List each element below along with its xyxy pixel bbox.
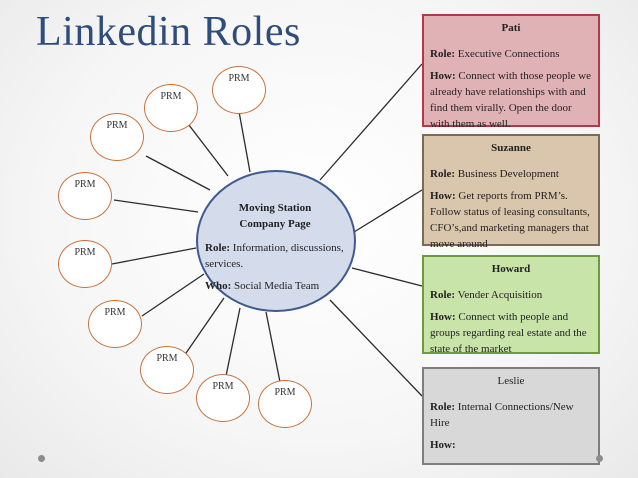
- how-value: Connect with people and groups regarding…: [430, 311, 587, 355]
- prm-node: PRM: [58, 172, 112, 220]
- page-title: Linkedin Roles: [36, 9, 301, 55]
- connector-howard: [351, 267, 423, 287]
- prm-label: PRM: [212, 381, 234, 392]
- connector-prm-9: [265, 311, 281, 383]
- how-label: How:: [430, 311, 456, 323]
- hub-who: Who: Social Media Team: [205, 278, 355, 294]
- connector-prm-5: [111, 247, 197, 265]
- role-label: Role:: [430, 48, 456, 60]
- connector-prm-2: [181, 115, 229, 177]
- prm-label: PRM: [104, 307, 126, 318]
- hub-name: Moving Station Company Page: [238, 202, 312, 230]
- role-label: Role:: [430, 289, 456, 301]
- how-row: How: Connect with those people we alread…: [430, 68, 592, 132]
- role-value: Executive Connections: [457, 48, 560, 60]
- prm-label: PRM: [106, 120, 128, 131]
- role-box-pati: Pati Role: Executive Connections How: Co…: [422, 14, 600, 130]
- connector-prm-6: [141, 273, 205, 317]
- how-value: Connect with those people we already hav…: [430, 70, 592, 130]
- corner-dot-left: [38, 455, 45, 462]
- corner-dot-right: [596, 455, 603, 462]
- connector-prm-8: [225, 307, 241, 377]
- prm-node: PRM: [196, 374, 250, 422]
- prm-node: PRM: [88, 300, 142, 348]
- role-value: Internal Connections/New Hire: [430, 401, 574, 429]
- hub-who-label: Who:: [205, 280, 232, 292]
- prm-label: PRM: [156, 353, 178, 364]
- connector-prm-4: [113, 199, 199, 213]
- role-label: Role:: [430, 401, 456, 413]
- hub-who-text: Social Media Team: [234, 280, 320, 292]
- how-label: How:: [430, 70, 456, 82]
- role-row: Role: Business Development: [430, 166, 592, 182]
- role-row: Role: Internal Connections/New Hire: [430, 399, 592, 431]
- how-label: How:: [430, 190, 456, 202]
- prm-label: PRM: [74, 179, 96, 190]
- connector-pati: [319, 63, 423, 181]
- connector-prm-3: [145, 155, 211, 191]
- role-value: Vender Acquisition: [457, 289, 543, 301]
- connector-leslie: [329, 299, 423, 397]
- role-row: Role: Vender Acquisition: [430, 287, 592, 303]
- hub-ellipse: [196, 170, 356, 312]
- hub-role-text: Information, discussions, services.: [205, 242, 344, 270]
- person-name: Pati: [501, 22, 521, 34]
- prm-label: PRM: [274, 387, 296, 398]
- prm-label: PRM: [74, 247, 96, 258]
- connector-suzanne: [353, 189, 423, 233]
- role-box-howard: Howard Role: Vender Acquisition How: Con…: [422, 255, 600, 357]
- prm-label: PRM: [228, 73, 250, 84]
- how-row: How: Get reports from PRM’s. Follow stat…: [430, 188, 592, 252]
- role-label: Role:: [430, 168, 456, 180]
- role-value: Business Development: [457, 168, 559, 180]
- role-row: Role: Executive Connections: [430, 46, 592, 62]
- role-box-leslie: Leslie Role: Internal Connections/New Hi…: [422, 367, 600, 465]
- prm-node: PRM: [90, 113, 144, 161]
- how-row: How:: [430, 437, 592, 453]
- hub-role-label: Role:: [205, 242, 231, 254]
- person-name: Leslie: [497, 375, 525, 387]
- connector-prm-1: [237, 105, 251, 173]
- how-row: How: Connect with people and groups rega…: [430, 309, 592, 357]
- prm-node: PRM: [140, 346, 194, 394]
- how-value: Get reports from PRM’s. Follow status of…: [430, 190, 590, 250]
- role-box-suzanne: Suzanne Role: Business Development How: …: [422, 134, 600, 250]
- prm-node: PRM: [212, 66, 266, 114]
- how-label: How:: [430, 439, 456, 451]
- prm-node: PRM: [258, 380, 312, 428]
- person-name: Suzanne: [491, 142, 531, 154]
- hub-role: Role: Information, discussions, services…: [205, 240, 355, 272]
- prm-label: PRM: [160, 91, 182, 102]
- connector-prm-7: [183, 297, 225, 357]
- prm-node: PRM: [144, 84, 198, 132]
- prm-node: PRM: [58, 240, 112, 288]
- person-name: Howard: [491, 263, 531, 275]
